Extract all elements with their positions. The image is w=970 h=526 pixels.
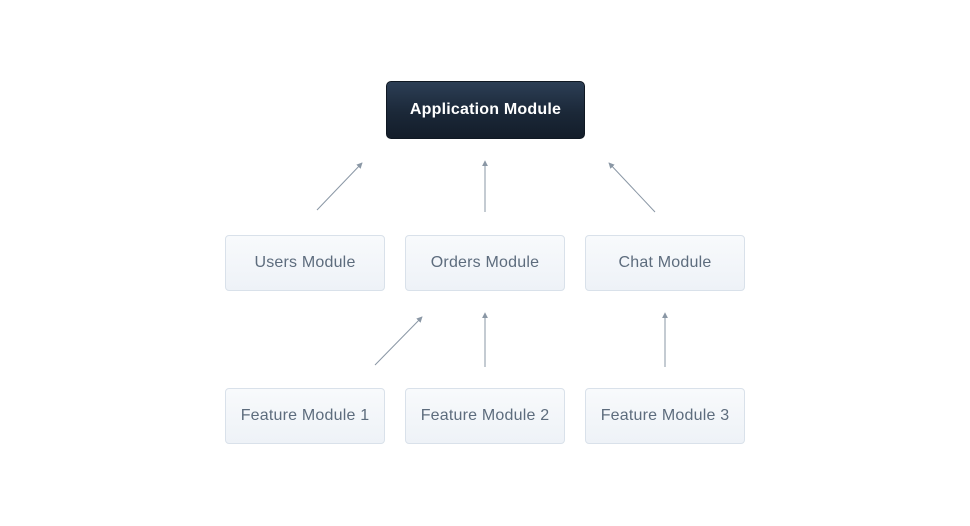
edge-feature1-to-orders: [374, 316, 423, 366]
node-feature-module-3: Feature Module 3: [585, 388, 745, 444]
node-application-module-label: Application Module: [409, 101, 562, 118]
edge-users-to-application: [316, 162, 363, 211]
node-feature-module-2-label: Feature Module 2: [420, 407, 550, 424]
node-feature-module-1-label: Feature Module 1: [240, 407, 370, 424]
node-feature-module-2: Feature Module 2: [405, 388, 565, 444]
node-chat-module-label: Chat Module: [618, 254, 712, 271]
node-users-module: Users Module: [225, 235, 385, 291]
node-feature-module-1: Feature Module 1: [225, 388, 385, 444]
node-orders-module: Orders Module: [405, 235, 565, 291]
edge-chat-to-application: [608, 162, 656, 213]
node-orders-module-label: Orders Module: [430, 254, 540, 271]
node-application-module: Application Module: [386, 81, 585, 139]
node-chat-module: Chat Module: [585, 235, 745, 291]
node-users-module-label: Users Module: [254, 254, 356, 271]
node-feature-module-3-label: Feature Module 3: [600, 407, 730, 424]
